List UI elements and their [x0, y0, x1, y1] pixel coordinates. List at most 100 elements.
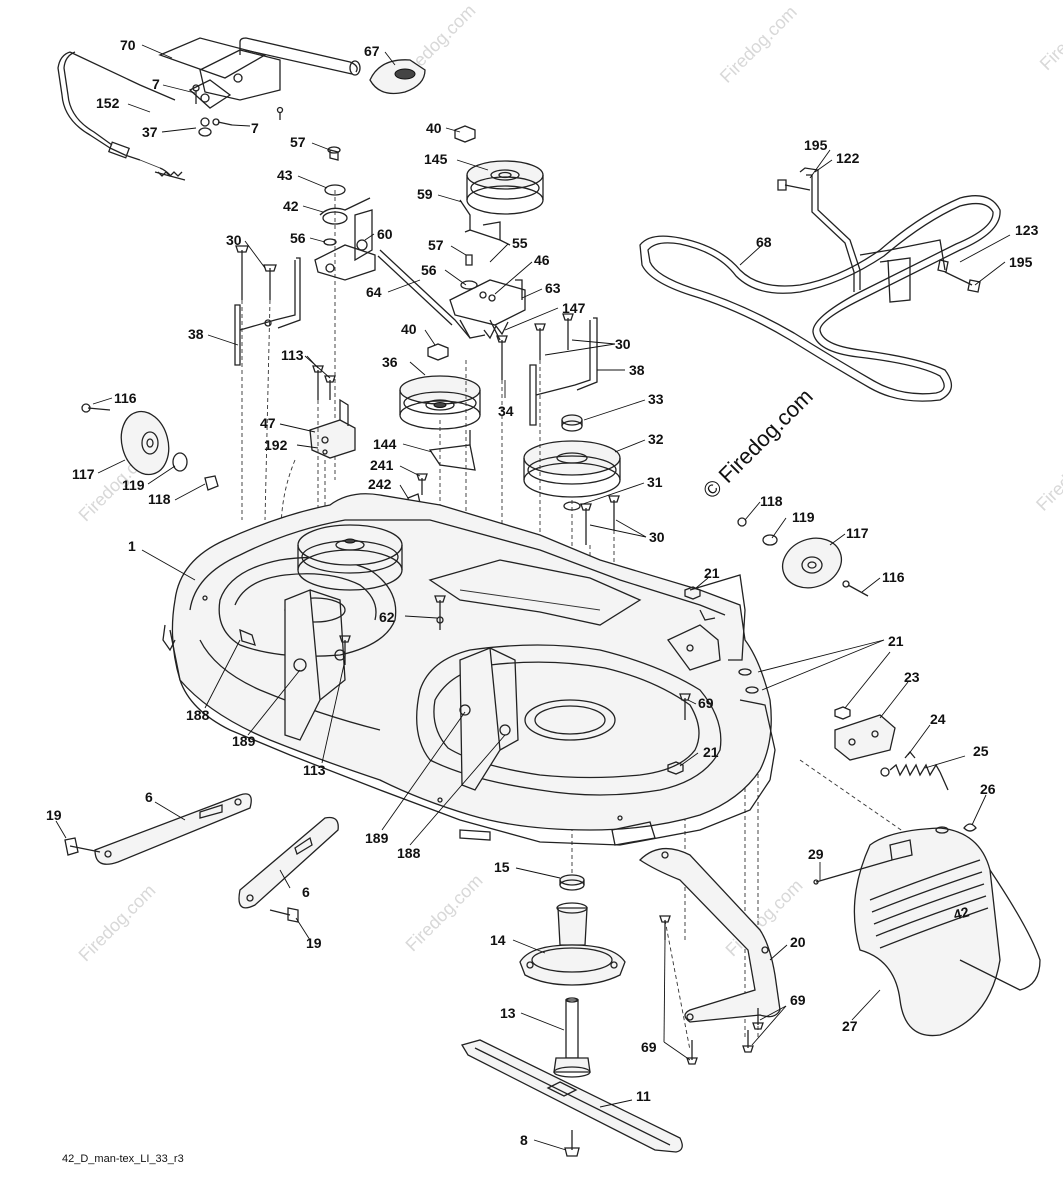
callout-189: 189 — [232, 733, 256, 749]
callout-118: 118 — [148, 491, 171, 507]
watermark: Firedog.com — [75, 880, 160, 965]
bolt-34 — [496, 335, 508, 380]
idler-arm-59 — [459, 199, 511, 246]
callout-69: 69 — [698, 695, 714, 711]
pulley-36 — [399, 375, 481, 430]
belt-68 — [639, 195, 1001, 402]
bolts-113-top — [312, 365, 336, 400]
lift-arm-6-upper — [94, 793, 252, 865]
callout-13: 13 — [500, 1005, 516, 1021]
callout-26: 26 — [980, 781, 996, 797]
callout-241: 241 — [370, 457, 394, 473]
callout-25: 25 — [973, 743, 989, 759]
callout-27: 27 — [842, 1018, 858, 1034]
discharge-chute-27 — [853, 826, 1041, 1037]
callout-21: 21 — [888, 633, 904, 649]
knob-67 — [369, 59, 426, 95]
idler-arm-144 — [428, 430, 476, 471]
callout-20: 20 — [790, 934, 806, 950]
callout-43: 43 — [277, 167, 293, 183]
callout-117: 117 — [846, 525, 869, 541]
lift-cable — [57, 51, 186, 181]
callout-32: 32 — [648, 431, 664, 447]
callout-11: 11 — [636, 1088, 651, 1104]
bushing-33 — [561, 414, 583, 432]
callout-7: 7 — [152, 76, 160, 92]
callout-36: 36 — [382, 354, 398, 370]
callout-21: 21 — [704, 565, 720, 581]
callout-118: 118 — [760, 493, 783, 509]
callout-labels: 70 67 7 7 152 37 57 43 42 56 60 30 64 38… — [46, 37, 1039, 1148]
callout-69: 69 — [790, 992, 806, 1008]
callout-242: 242 — [368, 476, 392, 492]
callout-195: 195 — [1009, 254, 1033, 270]
callout-14: 14 — [490, 932, 506, 948]
callout-24: 24 — [930, 711, 946, 727]
lift-lever-assembly — [158, 37, 361, 109]
callout-38: 38 — [629, 362, 645, 378]
callout-59: 59 — [417, 186, 433, 202]
nut-40-center — [427, 343, 449, 361]
callout-47: 47 — [260, 415, 276, 431]
callout-42: 42 — [283, 198, 299, 214]
callout-60: 60 — [377, 226, 393, 242]
callout-6: 6 — [145, 789, 153, 805]
callout-37: 37 — [142, 124, 158, 140]
bolt-19-left — [64, 837, 101, 856]
callout-8: 8 — [520, 1132, 528, 1148]
callout-67: 67 — [364, 43, 380, 59]
watermark: Firedog.com — [716, 2, 801, 87]
bracket-38-left — [234, 257, 301, 366]
callout-192: 192 — [264, 437, 288, 453]
bearing-15 — [559, 874, 585, 891]
spring-25 — [880, 763, 949, 791]
blade-11 — [461, 1039, 683, 1153]
callout-116: 116 — [114, 390, 137, 406]
wheel-right-assembly — [737, 517, 869, 597]
callout-57: 57 — [428, 237, 444, 253]
bolt-7-b — [212, 118, 233, 126]
callout-31: 31 — [647, 474, 663, 490]
callout-188: 188 — [186, 707, 210, 723]
lift-arm-6-lower — [238, 816, 339, 909]
callout-113: 113 — [303, 762, 326, 778]
callout-195: 195 — [804, 137, 828, 153]
callout-40: 40 — [426, 120, 442, 136]
callout-30: 30 — [649, 529, 665, 545]
bolts-30-left — [235, 245, 277, 300]
callout-117: 117 — [72, 466, 95, 482]
callout-19: 19 — [46, 807, 62, 823]
nut-40-top — [454, 125, 476, 143]
idler-bracket-center — [449, 254, 526, 341]
callout-69: 69 — [641, 1039, 657, 1055]
callout-113: 113 — [281, 347, 304, 363]
bolt-7-c — [276, 106, 284, 120]
belt-guide-122 — [799, 167, 946, 303]
spindle-housing-14 — [519, 902, 626, 986]
callout-1: 1 — [128, 538, 136, 554]
bolts-69-lower — [659, 915, 764, 1065]
callout-64: 64 — [366, 284, 382, 300]
callout-40: 40 — [401, 321, 417, 337]
callout-21: 21 — [703, 744, 719, 760]
bolt-62 — [434, 595, 446, 630]
callout-30: 30 — [615, 336, 631, 352]
callout-33: 33 — [648, 391, 664, 407]
watermark: Firedog.com — [402, 870, 487, 955]
washer-37 — [198, 117, 212, 137]
bracket-38-right — [529, 317, 598, 426]
callout-15: 15 — [494, 859, 510, 875]
clip-26 — [963, 823, 977, 832]
deck-gauge-bracket — [667, 609, 721, 671]
callout-144: 144 — [373, 436, 397, 452]
callout-70: 70 — [120, 37, 136, 53]
bolt-195-right — [937, 259, 981, 293]
callout-19: 19 — [306, 935, 322, 951]
callout-63: 63 — [545, 280, 561, 296]
bolt-7-a — [192, 84, 200, 104]
rod-29 — [813, 859, 893, 885]
drawing-code: 42_D_man-tex_LI_33_r3 — [62, 1153, 184, 1165]
callout-56: 56 — [421, 262, 437, 278]
